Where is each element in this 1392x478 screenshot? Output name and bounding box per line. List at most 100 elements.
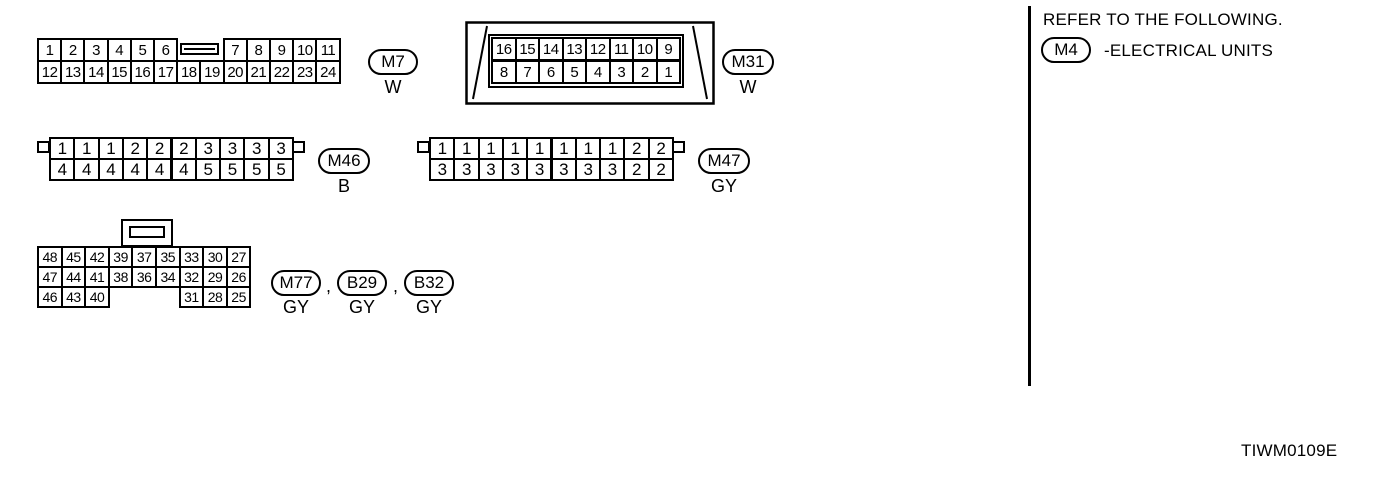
pin-cell: 35 bbox=[155, 246, 181, 268]
pin-cell: 34 bbox=[155, 266, 181, 288]
pin-cell: 4 bbox=[49, 158, 76, 181]
pin-cell: 14 bbox=[83, 60, 109, 84]
pin-cell: 39 bbox=[107, 246, 134, 268]
pin-cell: 1 bbox=[453, 137, 480, 160]
pin-cell: 1 bbox=[574, 137, 602, 160]
pin-cell: 41 bbox=[84, 266, 110, 288]
pin-cell: 4 bbox=[73, 158, 100, 181]
connector-tag-m77: M77 bbox=[271, 270, 321, 296]
pin-cell: 8 bbox=[245, 38, 271, 62]
pin-cell: 3 bbox=[194, 137, 222, 160]
pin-cell: 4 bbox=[146, 158, 173, 181]
pin-cell: 45 bbox=[60, 246, 87, 268]
pin-cell: 1 bbox=[37, 38, 63, 62]
pin-cell: 2 bbox=[60, 38, 86, 62]
connector-color-m7: W bbox=[384, 77, 402, 97]
pin-cell: 3 bbox=[550, 158, 577, 181]
side-latch bbox=[292, 141, 305, 153]
pin-cell: 16 bbox=[129, 60, 155, 84]
pin-cell: 31 bbox=[178, 286, 205, 308]
pin-cell: 22 bbox=[269, 60, 295, 84]
pin-cell: 23 bbox=[292, 60, 318, 84]
connector-color-m46: B bbox=[337, 176, 350, 196]
pin-cell: 11 bbox=[315, 38, 341, 62]
connector-color-b29: GY bbox=[348, 297, 375, 317]
pin-cell: 3 bbox=[599, 158, 626, 181]
pin-cell: 2 bbox=[623, 137, 650, 160]
pin-cell: 3 bbox=[501, 158, 529, 181]
pin-cell: 4 bbox=[106, 38, 132, 62]
pin-cell: 13 bbox=[60, 60, 86, 84]
pin-cell: 36 bbox=[131, 266, 157, 288]
pin-cell: 25 bbox=[225, 286, 252, 308]
connector-color-b32: GY bbox=[415, 297, 442, 317]
pin-cell: 1 bbox=[429, 137, 456, 160]
pin-cell: 29 bbox=[202, 266, 228, 288]
pin-cell: 17 bbox=[153, 60, 179, 84]
pin-cell: 5 bbox=[219, 158, 246, 181]
pin-cell: 2 bbox=[121, 137, 149, 160]
pin-cell: 1 bbox=[526, 137, 553, 160]
side-latch bbox=[672, 141, 685, 153]
pin-cell: 33 bbox=[178, 246, 205, 268]
tag-separator: , bbox=[393, 276, 399, 296]
latch-line bbox=[184, 48, 215, 50]
pin-cell: 4 bbox=[121, 158, 149, 181]
pin-cell: 3 bbox=[453, 158, 480, 181]
pin-cell: 4 bbox=[97, 158, 124, 181]
connector-tag-m31: M31 bbox=[722, 49, 774, 75]
pin-cell: 30 bbox=[202, 246, 228, 268]
pin-cell: 38 bbox=[107, 266, 134, 288]
connector-color-m47: GY bbox=[710, 176, 737, 196]
pin-cell: 5 bbox=[243, 158, 270, 181]
pin-cell: 4 bbox=[170, 158, 197, 181]
connector-latch bbox=[180, 43, 219, 55]
pin-cell: 40 bbox=[84, 286, 110, 308]
divider-line bbox=[1028, 6, 1031, 386]
pin-block-frame bbox=[488, 34, 684, 88]
pin-cell: 5 bbox=[267, 158, 294, 181]
pin-cell: 3 bbox=[243, 137, 270, 160]
pin-cell: 3 bbox=[219, 137, 246, 160]
pin-cell: 37 bbox=[131, 246, 157, 268]
pin-cell: 2 bbox=[170, 137, 197, 160]
figure-id: TIWM0109E bbox=[1241, 441, 1338, 460]
pin-cell: 18 bbox=[176, 60, 202, 84]
pin-cell: 32 bbox=[178, 266, 205, 288]
pin-cell: 1 bbox=[655, 60, 681, 84]
pin-cell: 5 bbox=[129, 38, 155, 62]
pin-cell: 3 bbox=[429, 158, 456, 181]
pin-cell: 43 bbox=[60, 286, 87, 308]
pin-cell: 10 bbox=[292, 38, 318, 62]
pin-cell: 1 bbox=[477, 137, 504, 160]
connector-tag-b32: B32 bbox=[404, 270, 454, 296]
pin-cell: 1 bbox=[599, 137, 626, 160]
side-latch bbox=[417, 141, 430, 153]
pin-cell: 47 bbox=[37, 266, 63, 288]
connector-tag-b29: B29 bbox=[337, 270, 387, 296]
pin-cell: 15 bbox=[106, 60, 132, 84]
pin-cell: 2 bbox=[647, 158, 674, 181]
m31-housing-outline bbox=[465, 21, 715, 105]
pin-cell: 3 bbox=[267, 137, 294, 160]
tag-separator: , bbox=[326, 276, 332, 296]
pin-cell: 46 bbox=[37, 286, 63, 308]
pin-cell: 6 bbox=[153, 38, 179, 62]
pin-cell: 3 bbox=[477, 158, 504, 181]
pin-cell: 7 bbox=[222, 38, 248, 62]
connector-color-m31: W bbox=[739, 77, 757, 97]
pin-cell: 21 bbox=[245, 60, 271, 84]
pin-cell: 48 bbox=[37, 246, 63, 268]
latch-inner bbox=[129, 226, 165, 238]
connector-tag-m47: M47 bbox=[698, 148, 750, 174]
pin-cell: 9 bbox=[269, 38, 295, 62]
pin-cell: 3 bbox=[574, 158, 602, 181]
pin-cell: 3 bbox=[526, 158, 553, 181]
pin-cell: 12 bbox=[37, 60, 63, 84]
pin-cell: 24 bbox=[315, 60, 341, 84]
pin-cell: 1 bbox=[501, 137, 529, 160]
pin-cell: 26 bbox=[225, 266, 252, 288]
note-refer-text: REFER TO THE FOLLOWING. bbox=[1043, 10, 1283, 29]
pin-cell: 5 bbox=[194, 158, 222, 181]
pin-cell: 27 bbox=[225, 246, 252, 268]
